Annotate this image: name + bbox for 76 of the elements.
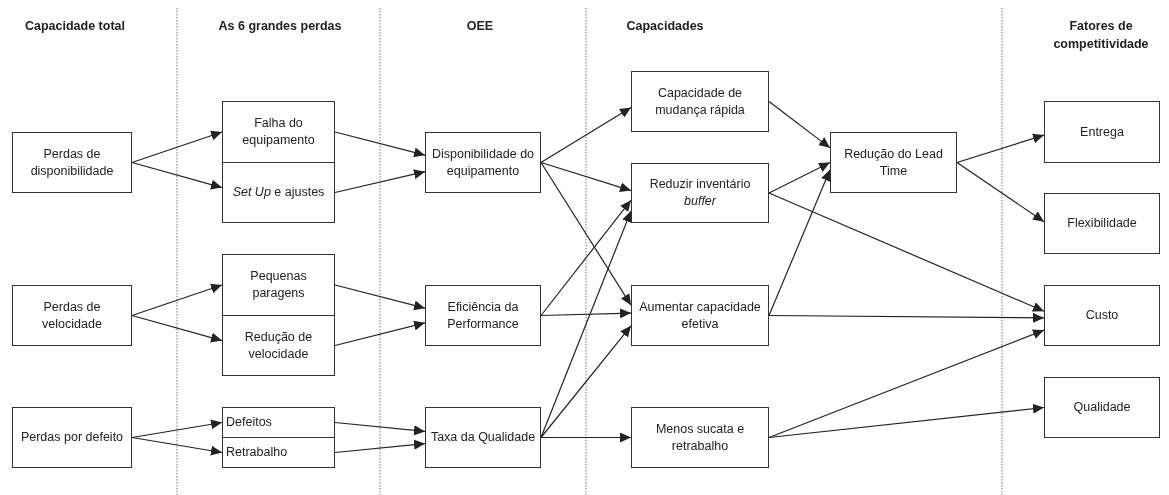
column-heading: Capacidades [625, 18, 705, 35]
box-label: Aumentar capacidade efetiva [638, 298, 762, 333]
arrow [131, 130, 223, 164]
box-label: Redução do Lead Time [843, 145, 944, 180]
column-heading: OEE [465, 18, 495, 35]
box-label: Qualidade [1073, 399, 1131, 416]
box-label: Redução de velocidade [243, 328, 314, 363]
box-label: Capacidade de mudança rápida [654, 84, 746, 119]
process-box [425, 132, 541, 193]
process-box [1044, 377, 1160, 438]
arrow [956, 133, 1045, 164]
process-box [12, 132, 132, 193]
arrow [768, 312, 1045, 323]
process-box [631, 163, 769, 223]
box-label: Perdas por defeito [20, 429, 124, 446]
arrow [768, 161, 831, 194]
arrow [334, 320, 426, 347]
arrow [768, 169, 831, 317]
box-label: Defeitos [226, 414, 272, 431]
process-box [222, 101, 335, 163]
box-label: Menos sucata e retrabalho [654, 420, 746, 455]
box-label: Entrega [1080, 123, 1124, 141]
process-box [425, 285, 541, 346]
box-label: Retrabalho [226, 444, 288, 461]
arrow [131, 283, 223, 317]
process-box [631, 285, 769, 346]
column-heading: Fatores de competitividade [1052, 18, 1150, 53]
arrow [334, 439, 426, 454]
process-box [12, 285, 132, 346]
arrow [768, 329, 1045, 439]
arrow [131, 161, 223, 190]
arrow [540, 325, 632, 439]
process-box [12, 407, 132, 468]
box-label: Disponibilidade do equipamento [430, 145, 536, 180]
arrow [540, 107, 632, 164]
process-box [631, 71, 769, 132]
arrow [334, 284, 426, 311]
process-box [1044, 285, 1160, 346]
column-heading: As 6 grandes perdas [217, 18, 343, 35]
process-box [222, 254, 335, 316]
process-box [222, 407, 335, 438]
arrow [131, 314, 223, 343]
box-label: Taxa da Qualidade [430, 429, 536, 446]
box-label: Perdas de velocidade [41, 298, 103, 333]
process-box [222, 315, 335, 376]
process-box [830, 132, 957, 193]
process-box [425, 407, 541, 468]
arrow [334, 169, 426, 194]
arrow [334, 421, 426, 436]
process-box [631, 407, 769, 468]
box-label: Pequenas paragens [249, 268, 308, 302]
box-label: Reduzir inventário buffer [648, 176, 752, 210]
arrow [768, 100, 831, 149]
box-label: Falha do equipamento [241, 115, 316, 149]
box-label: Flexibilidade [1067, 215, 1137, 232]
arrow [540, 308, 632, 319]
box-label: Perdas de disponibilidade [29, 145, 115, 180]
process-box [222, 162, 335, 223]
box-label: Eficiência da Performance [446, 298, 520, 333]
arrow [131, 436, 223, 456]
process-box [222, 437, 335, 468]
arrow [540, 161, 632, 306]
box-label: Custo [1085, 307, 1119, 324]
arrow [540, 432, 632, 443]
arrow [768, 403, 1045, 439]
arrow [540, 210, 632, 439]
arrow [540, 161, 632, 193]
arrow [956, 161, 1045, 223]
box-label: Set Up e ajustes [232, 184, 325, 201]
arrow [334, 131, 426, 158]
process-box [1044, 101, 1160, 163]
arrow [131, 419, 223, 439]
arrow [540, 199, 632, 317]
process-box [1044, 193, 1160, 254]
column-heading: Capacidade total [24, 18, 126, 35]
arrow [768, 192, 1045, 312]
